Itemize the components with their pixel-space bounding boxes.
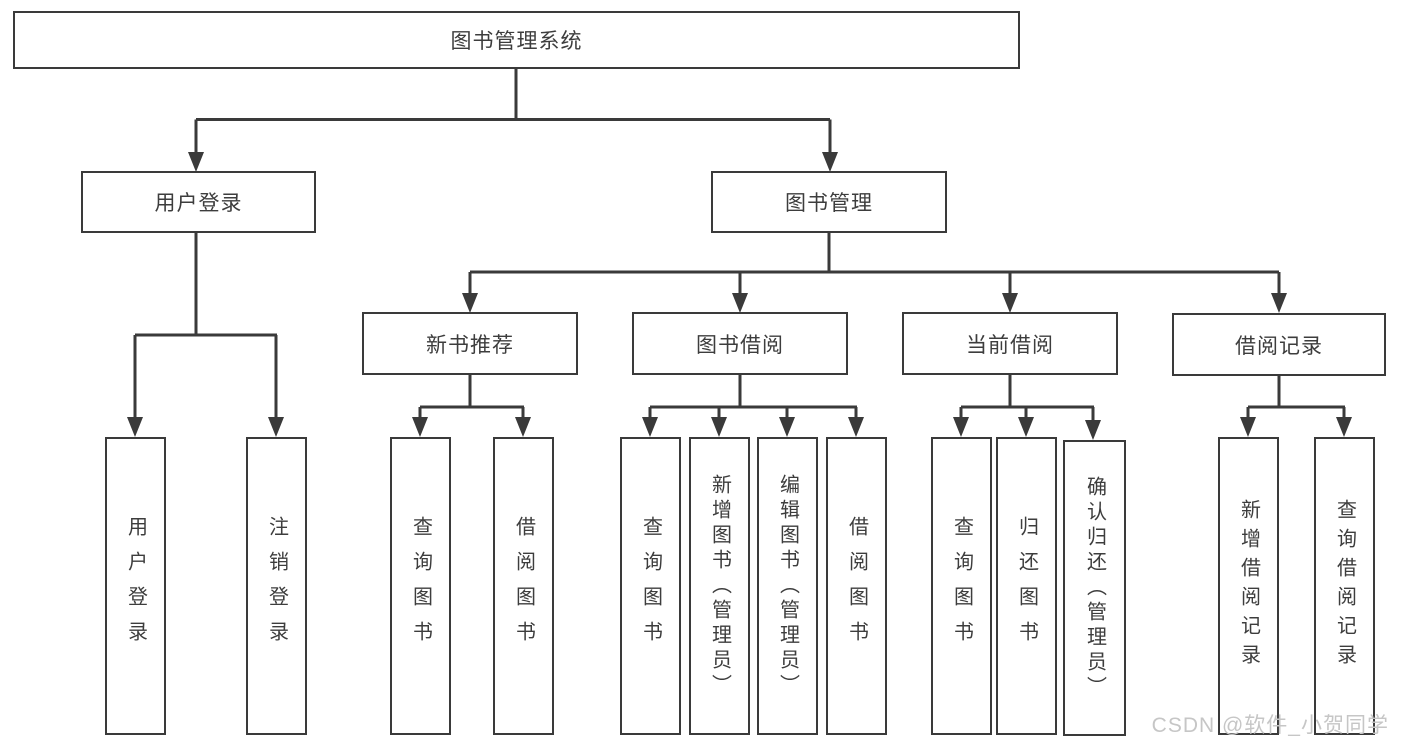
leaf-user-login: 用户登录 bbox=[105, 437, 166, 735]
leaf-return-book-label: 归还图书 bbox=[1015, 516, 1038, 656]
node-book-borrow-label: 图书借阅 bbox=[696, 333, 784, 357]
leaf-confirm-return-admin-label: 确认归还（管理员） bbox=[1083, 475, 1106, 701]
leaf-query-book-current: 查询图书 bbox=[931, 437, 992, 735]
leaf-logout: 注销登录 bbox=[246, 437, 307, 735]
leaf-return-book: 归还图书 bbox=[996, 437, 1057, 735]
leaf-edit-book-admin-label: 编辑图书（管理员） bbox=[776, 473, 799, 699]
leaf-query-borrow-record-label: 查询借阅记录 bbox=[1333, 499, 1356, 673]
leaf-query-book-recommend: 查询图书 bbox=[390, 437, 451, 735]
leaf-confirm-return-admin: 确认归还（管理员） bbox=[1063, 440, 1126, 736]
leaf-query-book-borrow: 查询图书 bbox=[620, 437, 681, 735]
leaf-add-borrow-record-label: 新增借阅记录 bbox=[1237, 499, 1260, 673]
node-root: 图书管理系统 bbox=[13, 11, 1020, 69]
csdn-watermark: CSDN @软件_小贺同学 bbox=[1151, 714, 1389, 737]
leaf-query-book-borrow-label: 查询图书 bbox=[639, 516, 662, 656]
node-book-management-label: 图书管理 bbox=[785, 192, 873, 215]
leaf-borrow-book-borrow-label: 借阅图书 bbox=[845, 516, 868, 656]
leaf-user-login-label: 用户登录 bbox=[124, 516, 147, 656]
leaf-query-book-current-label: 查询图书 bbox=[950, 516, 973, 656]
node-user-login-label: 用户登录 bbox=[154, 192, 243, 215]
node-current-borrow-label: 当前借阅 bbox=[966, 333, 1054, 357]
leaf-borrow-book-recommend-label: 借阅图书 bbox=[512, 516, 535, 656]
node-new-book-recommend: 新书推荐 bbox=[362, 312, 578, 375]
leaf-query-book-recommend-label: 查询图书 bbox=[409, 516, 432, 656]
leaf-add-book-admin-label: 新增图书（管理员） bbox=[708, 473, 731, 699]
leaf-borrow-book-recommend: 借阅图书 bbox=[493, 437, 554, 735]
node-user-login: 用户登录 bbox=[81, 171, 316, 233]
leaf-logout-label: 注销登录 bbox=[265, 516, 288, 656]
node-book-borrow: 图书借阅 bbox=[632, 312, 848, 375]
leaf-add-book-admin: 新增图书（管理员） bbox=[689, 437, 750, 735]
node-new-book-recommend-label: 新书推荐 bbox=[426, 333, 514, 357]
node-current-borrow: 当前借阅 bbox=[902, 312, 1118, 375]
leaf-query-borrow-record: 查询借阅记录 bbox=[1314, 437, 1375, 735]
leaf-edit-book-admin: 编辑图书（管理员） bbox=[757, 437, 818, 735]
node-book-management: 图书管理 bbox=[711, 171, 947, 233]
leaf-borrow-book-borrow: 借阅图书 bbox=[826, 437, 887, 735]
leaf-add-borrow-record: 新增借阅记录 bbox=[1218, 437, 1279, 735]
node-root-label: 图书管理系统 bbox=[450, 30, 583, 53]
node-borrow-records: 借阅记录 bbox=[1172, 313, 1386, 376]
node-borrow-records-label: 借阅记录 bbox=[1235, 334, 1323, 358]
arrowheads bbox=[127, 152, 1352, 440]
